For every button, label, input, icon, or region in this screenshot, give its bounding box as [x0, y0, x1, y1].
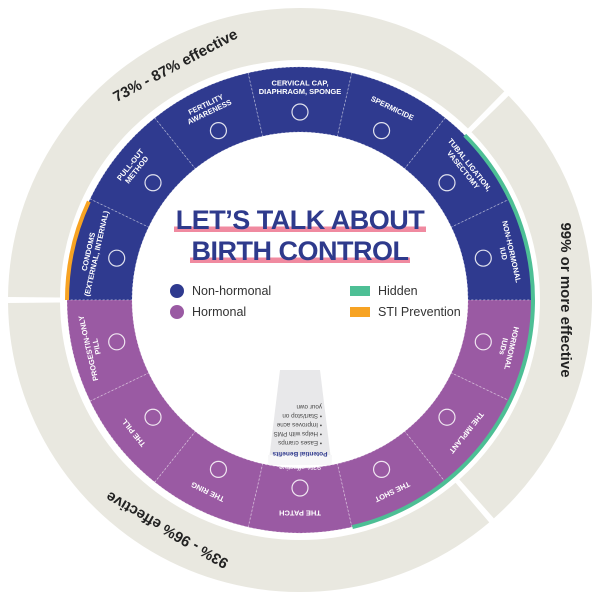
surgery-icon: [438, 174, 456, 192]
legend-swatch: [170, 284, 184, 298]
benefit-item: • Eases cramps: [278, 439, 322, 446]
non-hormonal-label: CERVICAL CAP,: [271, 79, 328, 88]
legend-label: STI Prevention: [378, 305, 461, 319]
hormonal-label: THE PATCH: [279, 508, 321, 517]
legend-swatch: [350, 286, 370, 296]
legend-hidden: Hidden: [350, 284, 418, 298]
benefits-heading: Potential Benefits: [272, 450, 327, 457]
legend-swatch: [170, 305, 184, 319]
patch-detail-panel: [268, 455, 332, 465]
non-hormonal-label: DIAPHRAGM, SPONGE: [259, 87, 342, 96]
hormonal-label: IUDs: [497, 337, 510, 356]
patch-detail-content: 93% effective Potential Benefits • Eases c…: [272, 403, 327, 470]
stopwatch-icon: [144, 174, 162, 192]
legend-label: Hormonal: [192, 305, 247, 319]
hormonal-label: PILL: [90, 337, 102, 355]
benefit-item: • Start/stop on: [282, 412, 322, 419]
calendar-icon: [209, 122, 228, 140]
implant-rod-icon: [438, 408, 456, 426]
legend-label: Non-hormonal: [192, 284, 272, 298]
non-hormonal-segment[interactable]: [336, 72, 446, 170]
patch-icon: [291, 479, 309, 497]
title-line-2: BIRTH CONTROL: [189, 236, 411, 266]
condom-icon: [108, 249, 126, 267]
legend-non-hormonal: Non-hormonal: [170, 284, 271, 298]
tube-icon: [372, 122, 391, 140]
patch-detail-tab: [268, 370, 332, 465]
benefit-item: • Improves acne: [276, 421, 322, 428]
title-line-1: LET’S TALK ABOUT: [173, 205, 427, 235]
hormonal-segment[interactable]: [154, 430, 264, 528]
effectiveness-band-label: 99% or more effective: [557, 222, 574, 377]
hormonal-label-group: THE PATCH: [279, 508, 321, 517]
iud-icon: [474, 333, 492, 351]
diaphragm-icon: [291, 103, 309, 121]
iud-icon: [474, 249, 492, 267]
effectiveness-band: [8, 8, 505, 298]
vial-icon: [372, 460, 391, 478]
legend-hormonal: Hormonal: [170, 305, 246, 319]
sti-prevention-indicator: [65, 200, 91, 300]
patch-effectiveness: 93% effective: [279, 463, 321, 470]
non-hormonal-segment[interactable]: [247, 66, 353, 137]
legend-label: Hidden: [378, 284, 418, 298]
effectiveness-band: [8, 302, 490, 592]
effectiveness-band-label-group: 99% or more effective: [557, 222, 574, 377]
ring-icon: [209, 460, 228, 478]
benefit-item: your own: [296, 403, 322, 410]
pill-wheel-icon: [144, 408, 162, 426]
legend-swatch: [350, 307, 370, 317]
pill-pack-icon: [108, 333, 126, 351]
legend-sti-prevention: STI Prevention: [350, 305, 461, 319]
effectiveness-band: [459, 95, 593, 519]
benefit-item: • Helps with PMS: [274, 430, 322, 437]
hormonal-segment[interactable]: [89, 372, 196, 483]
non-hormonal-label: IUD: [498, 246, 510, 261]
non-hormonal-label-group: CERVICAL CAP,DIAPHRAGM, SPONGE: [259, 79, 342, 96]
hormonal-segment[interactable]: [247, 463, 353, 534]
